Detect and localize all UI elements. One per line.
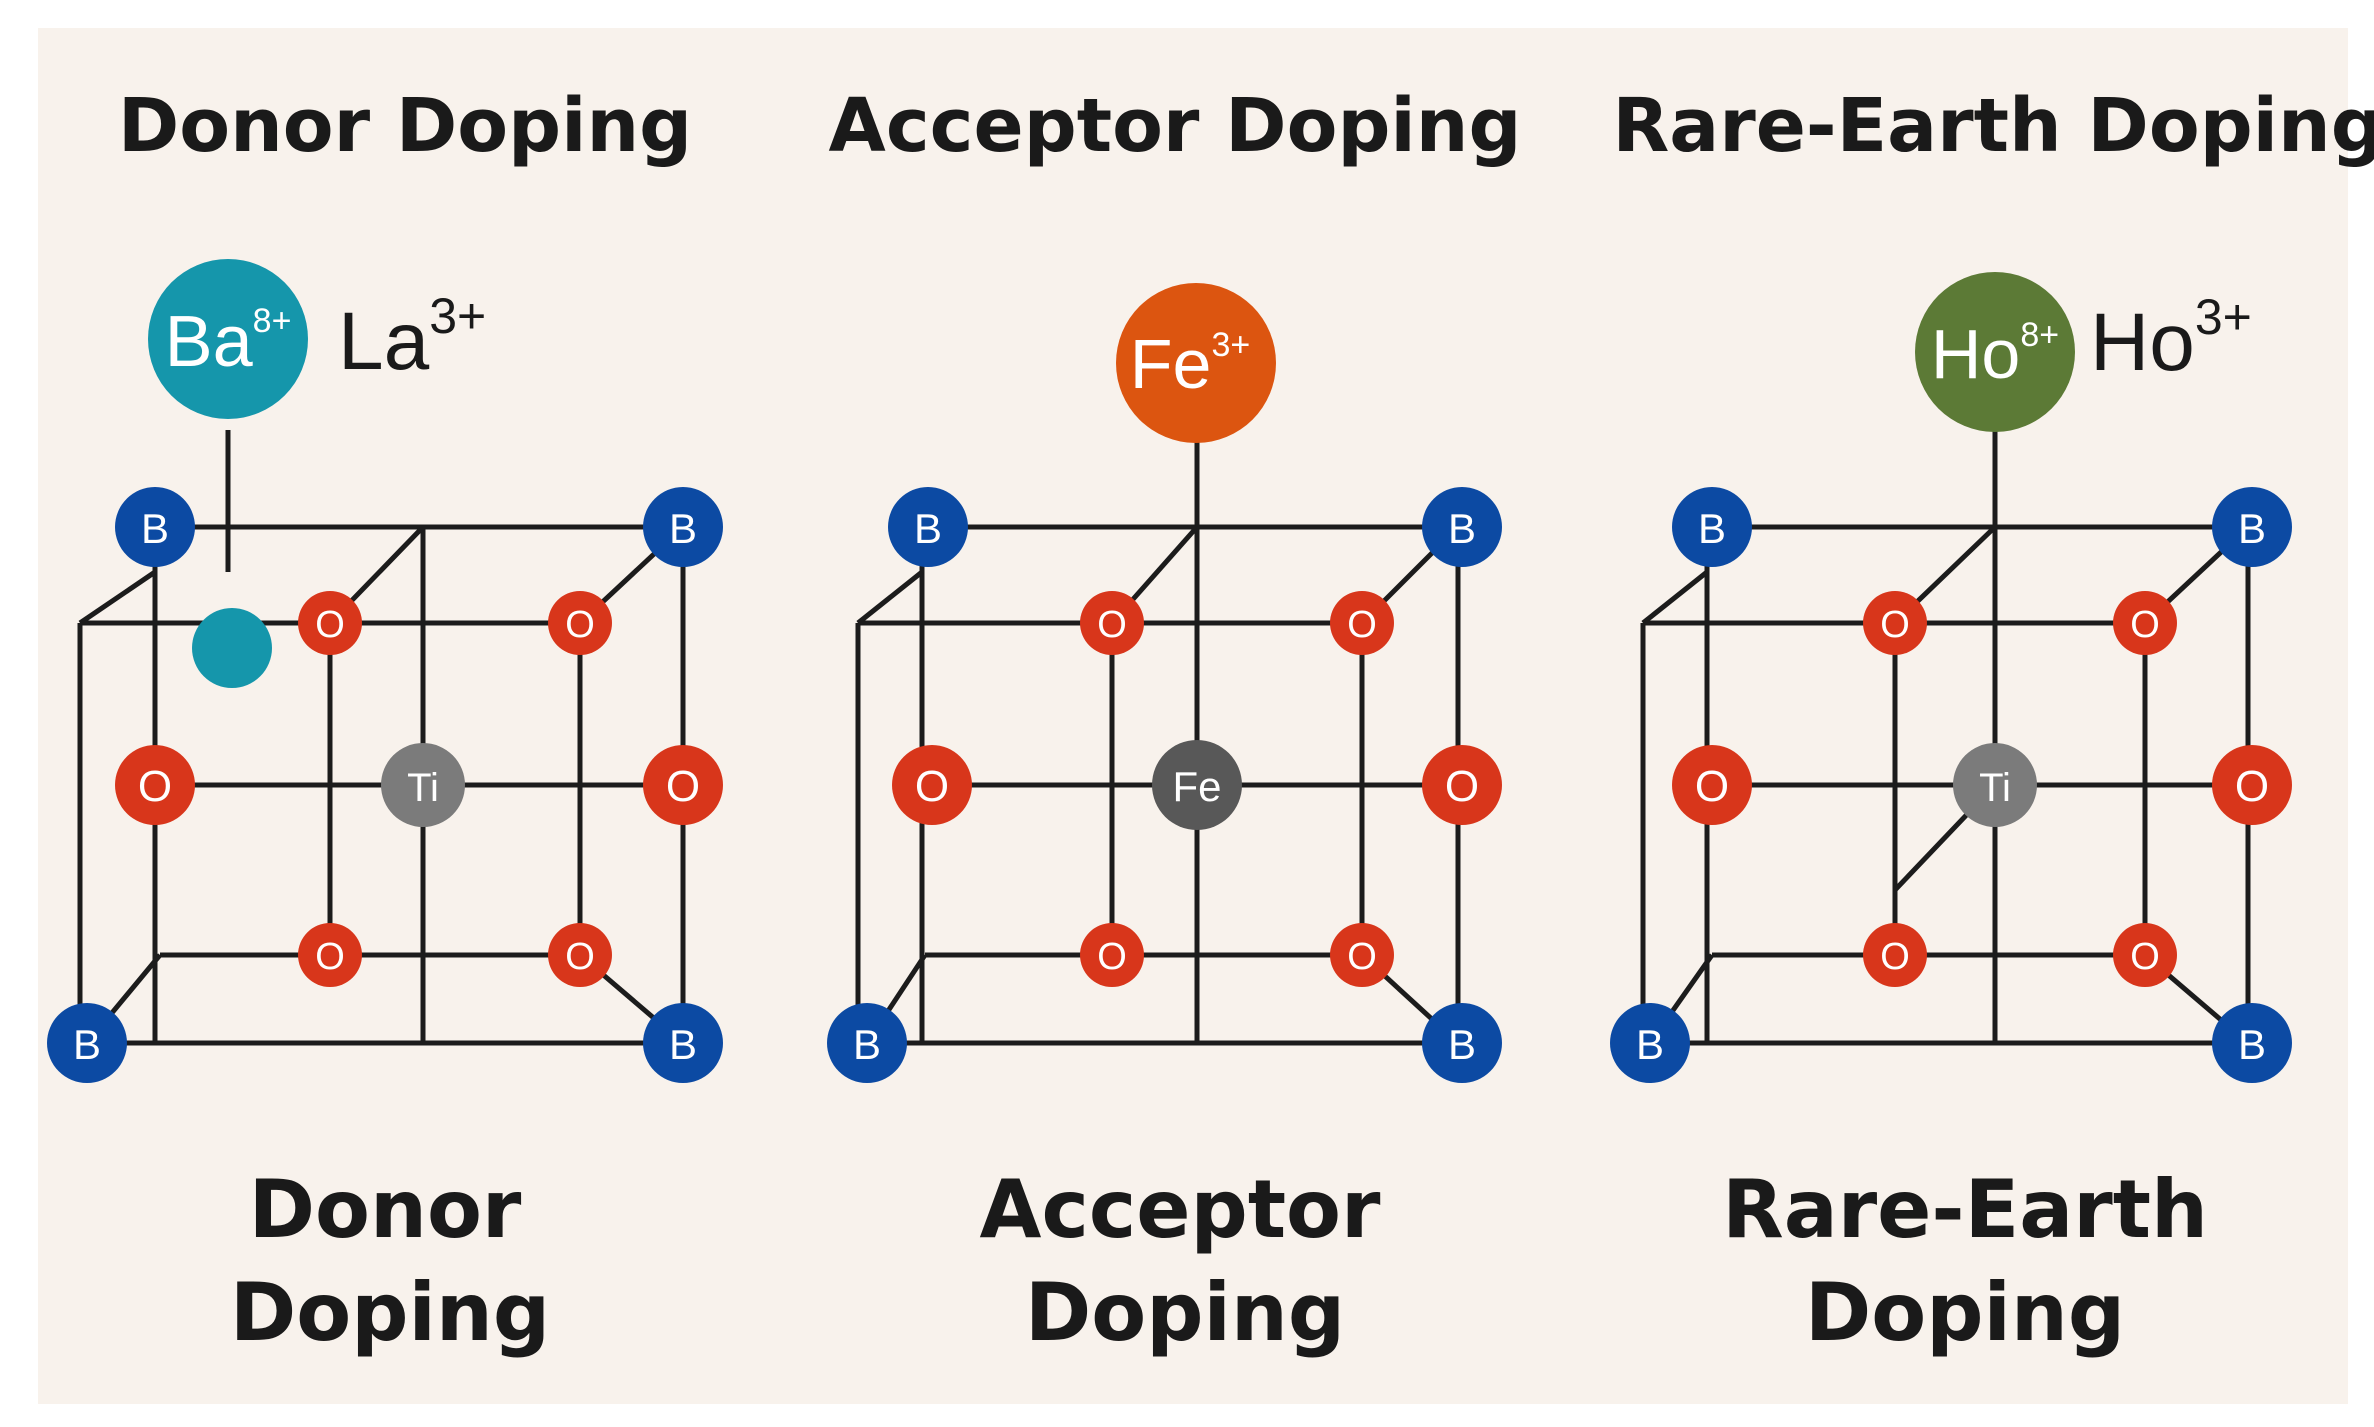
- svg-text:B: B: [669, 505, 697, 552]
- svg-text:Ti: Ti: [407, 766, 439, 810]
- svg-text:B: B: [853, 1021, 881, 1068]
- svg-text:O: O: [1097, 604, 1127, 646]
- svg-text:O: O: [315, 604, 345, 646]
- svg-text:O: O: [1880, 604, 1910, 646]
- b-atom: B: [115, 487, 195, 567]
- svg-text:O: O: [1445, 762, 1479, 811]
- ti-center-atom: Ti: [1953, 743, 2037, 827]
- bottom-label-rare-earth-2: Doping: [1805, 1266, 2125, 1359]
- bottom-label-acceptor: Acceptor: [980, 1163, 1381, 1256]
- svg-text:O: O: [2130, 604, 2160, 646]
- bottom-label-acceptor-2: Doping: [1025, 1266, 1345, 1359]
- o-atom: O: [298, 591, 362, 655]
- panel-rare-earth: Rare-Earth Doping: [1610, 83, 2374, 1359]
- o-atom: O: [548, 923, 612, 987]
- b-atom: B: [2212, 487, 2292, 567]
- bottom-label-donor: Donor: [249, 1163, 522, 1256]
- o-atom: O: [1080, 591, 1144, 655]
- svg-text:O: O: [1695, 762, 1729, 811]
- dopant-atom-rare-earth: Ho8+: [1915, 272, 2075, 432]
- svg-text:B: B: [1448, 1021, 1476, 1068]
- b-atom: B: [643, 1003, 723, 1083]
- svg-text:O: O: [1097, 936, 1127, 978]
- o-atom: O: [115, 745, 195, 825]
- o-atom: O: [1863, 591, 1927, 655]
- o-atom: O: [2113, 591, 2177, 655]
- svg-text:B: B: [141, 505, 169, 552]
- b-atom: B: [1610, 1003, 1690, 1083]
- svg-text:O: O: [138, 762, 172, 811]
- svg-text:O: O: [666, 762, 700, 811]
- svg-text:B: B: [73, 1021, 101, 1068]
- svg-text:O: O: [315, 936, 345, 978]
- svg-text:O: O: [915, 762, 949, 811]
- svg-text:B: B: [669, 1021, 697, 1068]
- svg-text:Ho8+: Ho8+: [1931, 315, 2059, 393]
- svg-text:Ba8+: Ba8+: [165, 302, 292, 382]
- panel-title-donor: Donor Doping: [118, 83, 692, 169]
- o-atom: O: [1330, 923, 1394, 987]
- b-atom: B: [888, 487, 968, 567]
- svg-text:O: O: [1347, 604, 1377, 646]
- o-atom: O: [892, 745, 972, 825]
- dopant-atom-donor: Ba8+: [148, 259, 308, 419]
- o-atom: O: [643, 745, 723, 825]
- svg-text:B: B: [914, 505, 942, 552]
- ion-label-donor: La3+: [338, 288, 486, 387]
- svg-text:B: B: [1698, 505, 1726, 552]
- svg-text:Fe3+: Fe3+: [1130, 325, 1250, 403]
- b-atom: B: [1672, 487, 1752, 567]
- o-atom: O: [2113, 923, 2177, 987]
- dopant-site-atom: [192, 608, 272, 688]
- o-atom: O: [298, 923, 362, 987]
- svg-text:O: O: [2130, 936, 2160, 978]
- svg-text:O: O: [1880, 936, 1910, 978]
- svg-text:O: O: [1347, 936, 1377, 978]
- o-atom: O: [1863, 923, 1927, 987]
- b-atom: B: [643, 487, 723, 567]
- diagram-canvas: Donor Doping: [38, 28, 2374, 1404]
- panel-acceptor: Acceptor Doping: [827, 83, 1521, 1359]
- panel-donor: Donor Doping: [47, 83, 723, 1359]
- o-atom: O: [548, 591, 612, 655]
- o-atom: O: [1330, 591, 1394, 655]
- svg-text:B: B: [1448, 505, 1476, 552]
- bottom-label-donor-2: Doping: [230, 1266, 550, 1359]
- bottom-label-rare-earth: Rare-Earth: [1722, 1163, 2208, 1256]
- svg-text:Fe: Fe: [1172, 763, 1221, 810]
- b-atom: B: [1422, 1003, 1502, 1083]
- b-atom: B: [827, 1003, 907, 1083]
- svg-text:O: O: [565, 604, 595, 646]
- o-atom: O: [2212, 745, 2292, 825]
- o-atom: O: [1422, 745, 1502, 825]
- b-atom: B: [1422, 487, 1502, 567]
- o-atom: O: [1080, 923, 1144, 987]
- ti-center-atom: Ti: [381, 743, 465, 827]
- dopant-atom-acceptor: Fe3+: [1116, 283, 1276, 443]
- b-atom: B: [2212, 1003, 2292, 1083]
- o-atom: O: [1672, 745, 1752, 825]
- svg-text:B: B: [2238, 505, 2266, 552]
- svg-text:B: B: [2238, 1021, 2266, 1068]
- svg-text:B: B: [1636, 1021, 1664, 1068]
- svg-text:Ti: Ti: [1979, 766, 2011, 810]
- panel-title-rare-earth: Rare-Earth Doping: [1612, 83, 2374, 169]
- b-atom: B: [47, 1003, 127, 1083]
- fe-center-atom: Fe: [1152, 740, 1242, 830]
- panel-title-acceptor: Acceptor Doping: [829, 83, 1522, 169]
- svg-text:O: O: [2235, 762, 2269, 811]
- svg-text:O: O: [565, 936, 595, 978]
- ion-label-rare-earth: Ho3+: [2090, 289, 2252, 388]
